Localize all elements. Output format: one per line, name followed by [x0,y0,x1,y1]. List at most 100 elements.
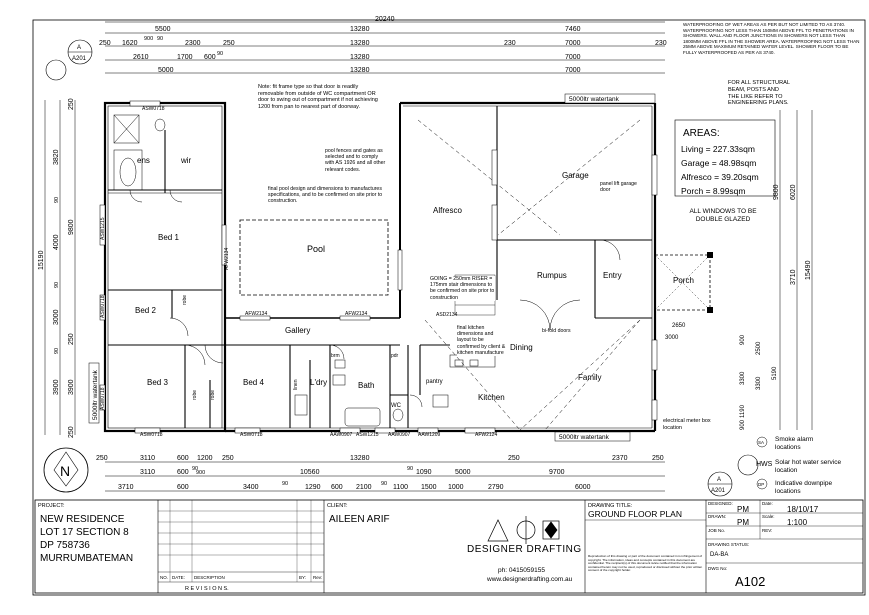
drawing-title: GROUND FLOOR PLAN [588,509,682,519]
dim-top-1: 5500 [155,26,171,33]
dim-b3-10: 1000 [448,484,464,491]
rev-description: DESCRIPTION [194,575,225,580]
dim-left-6: 3900 [53,379,60,395]
tank-label-2: 5000ltr watertank [92,369,99,420]
room-dining: Dining [510,343,533,352]
dim-b2-5: 1090 [416,469,432,476]
dim-r3-2: 600 [204,54,216,61]
bottom-dimensions: 250 3110 600 1200 250 13280 250 2370 250… [96,455,665,492]
win-code-7: ASW1215 [356,432,379,438]
legend-hws-sym: HWS [756,461,773,468]
copyright-text: Reproduction of this drawing or part of … [588,555,703,573]
fixtures [113,114,496,427]
water-tanks: 5000ltr watertank 5000ltr watertank 5000… [88,93,656,442]
room-robe2: robe [182,295,188,305]
company-phone: ph: 0415059155 [498,567,545,574]
dim-b2-2: 90 [192,466,198,472]
status-value: DA-BA [710,552,728,558]
dim-right-s2: 2500 [756,341,762,355]
dim-b3-11: 2790 [488,484,504,491]
dim-b2-6: 5000 [455,469,471,476]
company-web: www.designerdrafting.com.au [486,576,573,583]
section-a201-top: A201 [72,56,87,62]
pool-fence-note: pool fences and gates as selected and to… [325,148,386,173]
rev-label: REV: [762,528,772,533]
room-bed2: Bed 2 [135,306,156,315]
dim-left-0: 3820 [53,149,60,165]
external-walls [103,101,657,433]
dim-right-s1: 3300 [740,371,746,385]
dim-r3-1: 1700 [177,54,193,61]
room-linen: linen [293,379,299,390]
client-label: CLIENT: [327,503,348,509]
door-swings [129,189,621,408]
dim-left-total: 15190 [38,250,45,270]
dim-left-o3: 3900 [68,379,75,395]
pool-fence-note-text: pool fences and gates as selected and to… [325,148,386,173]
date-value: 18/10/17 [787,505,819,514]
dim-b2-4: 90 [407,466,413,472]
room-lndry: L'dry [310,378,327,387]
project-line3: DP 758736 [40,540,90,551]
section-a-bottom: A [717,477,721,483]
north-label: N [60,463,70,479]
bifold-note: bi-fold doors [542,328,571,334]
dim-right-1: 3710 [790,269,797,285]
date-label: Date: [762,501,773,506]
dim-right-s0: 900 [740,334,746,345]
room-entry: Entry [603,271,622,280]
section-a-top: A [77,45,81,51]
legend: SA Smoke alarm locations HWS Solar hot w… [756,436,841,495]
company-name: DESIGNER DRAFTING [467,544,582,555]
win-code-9: AAW1209 [418,432,441,438]
dim-left-o4: 250 [68,426,75,438]
scale-label: Scale: [762,514,775,519]
dim-right-s4: 5190 [772,366,778,380]
win-code-11: AFW2134 [345,311,367,317]
pool-design-note: final pool design and dimensions to manu… [268,186,382,204]
areas-porch: Porch = 8.99sqm [681,186,746,196]
room-pdr: pdr [391,353,399,359]
dim-right-s3: 3300 [756,376,762,390]
meter-note: electrical meter box location [663,418,711,431]
room-ens: ens [137,156,150,165]
dim-b1-2: 600 [177,455,189,462]
dim-b1-5: 13280 [350,455,370,462]
room-brm: brm [331,353,340,359]
designed-label: DESIGNED: [708,501,733,506]
status-label: DRAWING STATUS: [708,542,749,547]
dim-b3-4: 1290 [305,484,321,491]
stair-note: GOING = 250mm RISER = 175mm stair dimens… [430,276,495,301]
dim-r2-3: 2300 [185,40,201,47]
win-code-15: ASD2134 [436,312,458,318]
room-kitchen: Kitchen [478,393,505,402]
roof-lines [417,119,641,431]
kitchen-note: final kitchen dimensions and layout to b… [457,325,507,357]
wc-door-note: Note: fit frame type so that door is rea… [258,84,378,110]
dim-right-s7: 3000 [665,335,679,341]
top-dimensions: 20240 5500 13280 7460 250 1620 900 90 23… [99,16,667,74]
dim-b1-4: 250 [222,455,234,462]
dim-r2-7: 7000 [565,40,581,47]
dim-b1-0: 250 [96,455,108,462]
plan-notes: Note: fit frame type so that door is rea… [258,84,711,431]
meter-note-text: electrical meter box location [663,418,711,431]
porch [654,252,713,313]
win-code-10: AFW2124 [475,432,497,438]
dim-top-3: 7460 [565,26,581,33]
dim-r2-1: 1620 [122,40,138,47]
dim-left-o2: 250 [68,333,75,345]
dim-r2-sub0: 900 [144,36,153,42]
structural-note: FOR ALL STRUCTURAL BEAM, POSTS AND THE L… [728,80,790,106]
win-code-12: ASW0718 [240,432,263,438]
dim-b3-1: 600 [177,484,189,491]
dim-b1-6: 250 [508,455,520,462]
dim-b3-12: 6000 [575,484,591,491]
room-wc: WC [391,403,402,409]
smoke-alarm-icon [756,436,768,448]
dim-b1-1: 3110 [140,455,155,462]
areas-alfresco: Alfresco = 39.20sqm [681,172,759,182]
pool-outline [239,219,389,296]
dim-b3-3: 90 [282,481,288,487]
